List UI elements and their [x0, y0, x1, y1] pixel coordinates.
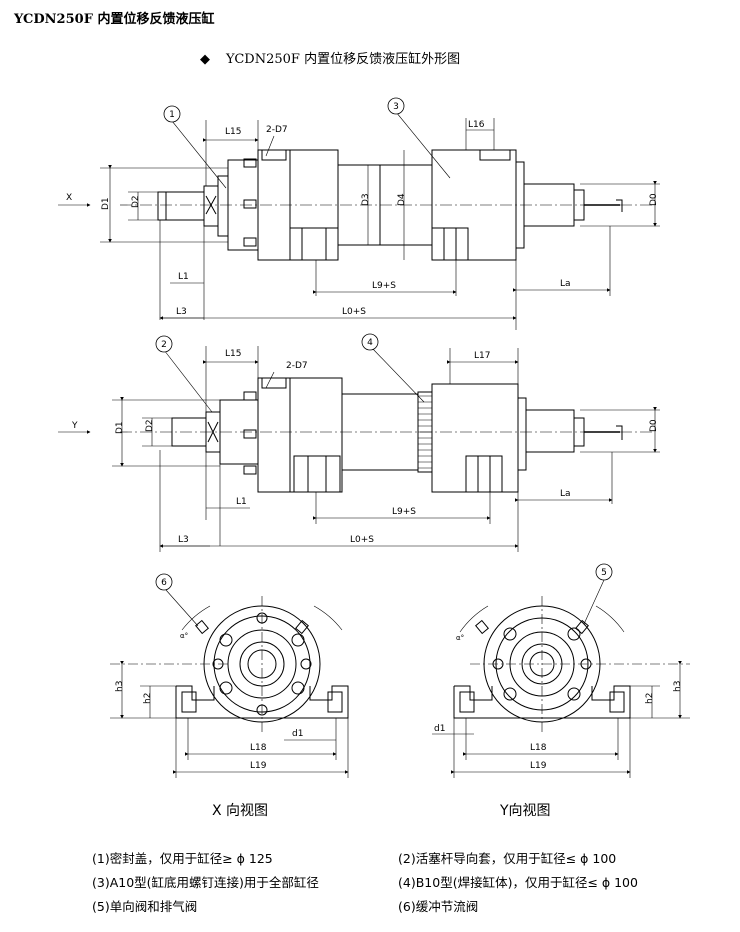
dim-b-2d7: 2-D7: [286, 361, 308, 371]
end-view-x-labels: 6 h3 h2 d1 L18 L19 α°: [115, 573, 303, 771]
dim-l9s: L9+S: [372, 281, 396, 291]
dim-x-d1: d1: [292, 729, 303, 739]
callout-2: 2: [161, 340, 167, 350]
view-a-cylinder: [120, 149, 655, 261]
dim-b-d0: D0: [649, 419, 659, 432]
dim-y-d1: d1: [434, 724, 445, 734]
dim-la: La: [560, 279, 571, 289]
note-2: (2)活塞杆导向套，仅用于缸径≤ ϕ 100: [398, 851, 617, 866]
dim-y-l19: L19: [530, 761, 547, 771]
dim-b-l3: L3: [178, 535, 189, 545]
dim-l16: L16: [468, 120, 485, 130]
dir-y: Y: [71, 421, 78, 431]
dim-d4: D4: [397, 193, 407, 206]
dim-l15: L15: [225, 127, 241, 137]
end-view-y-dims: [432, 579, 690, 778]
dim-d2: D2: [131, 195, 141, 208]
dim-x-h3: h3: [115, 681, 125, 692]
dim-y-h2: h2: [645, 693, 655, 704]
dim-l3: L3: [176, 307, 187, 317]
dim-b-l1: L1: [236, 497, 247, 507]
dim-l17: L17: [474, 351, 490, 361]
view-a-dimensions: [58, 111, 660, 330]
note-3: (3)A10型(缸底用螺钉连接)用于全部缸径: [92, 875, 319, 890]
diagram-title: ◆ YCDN250F 内置位移反馈液压缸外形图: [200, 48, 460, 67]
diagram-title-text: YCDN250F 内置位移反馈液压缸外形图: [226, 52, 461, 67]
callout-1: 1: [169, 110, 175, 120]
dim-d0: D0: [649, 193, 659, 206]
dim-y-alpha: α°: [456, 634, 464, 642]
dim-b-la: La: [560, 489, 571, 499]
dim-x-alpha: α°: [180, 632, 188, 640]
dim-2d7: 2-D7: [266, 125, 288, 135]
dim-b-d2: D2: [145, 419, 155, 432]
dim-b-d1: D1: [115, 421, 125, 434]
end-view-y-label: Y向视图: [500, 803, 551, 819]
callout-5: 5: [601, 568, 607, 578]
end-view-y-labels: 5 h3 h2 d1 L18 L19 α°: [434, 563, 683, 771]
dim-y-l18: L18: [530, 743, 547, 753]
dim-l0s: L0+S: [342, 307, 366, 317]
callout-3: 3: [393, 102, 399, 112]
dir-x: X: [66, 193, 72, 203]
note-1: (1)密封盖，仅用于缸径≥ ϕ 125: [92, 851, 273, 866]
callout-6: 6: [161, 578, 167, 588]
dim-d3: D3: [361, 193, 371, 206]
callout-4: 4: [367, 338, 373, 348]
note-4: (4)B10型(焊接缸体)，仅用于缸径≤ ϕ 100: [398, 875, 638, 890]
page-title: YCDN250F 内置位移反馈液压缸: [14, 12, 215, 27]
view-b-labels: 2 4 Y L15 2-D7 L17 D1 D2 D0 L1 L9+S La L…: [71, 333, 659, 545]
end-view-x-dims: [110, 589, 349, 778]
dim-d1: D1: [101, 197, 111, 210]
view-a-labels: 1 3 X L15 2-D7 L16 D1 D2 D3 D4 D0 L1 L9+…: [66, 97, 659, 317]
view-b-cylinder: [120, 377, 655, 493]
dim-l1: L1: [178, 272, 189, 282]
dim-b-l9s: L9+S: [392, 507, 416, 517]
dim-x-h2: h2: [143, 693, 153, 704]
dim-b-l15: L15: [225, 349, 241, 359]
end-view-x-label: X 向视图: [212, 803, 269, 819]
dim-x-l19: L19: [250, 761, 267, 771]
dim-y-h3: h3: [673, 681, 683, 692]
note-5: (5)单向阀和排气阀: [92, 899, 198, 914]
dim-b-l0s: L0+S: [350, 535, 374, 545]
view-b-dimensions: [58, 346, 660, 552]
note-6: (6)缓冲节流阀: [398, 899, 479, 914]
bullet-diamond: ◆: [200, 52, 210, 67]
dim-x-l18: L18: [250, 743, 267, 753]
